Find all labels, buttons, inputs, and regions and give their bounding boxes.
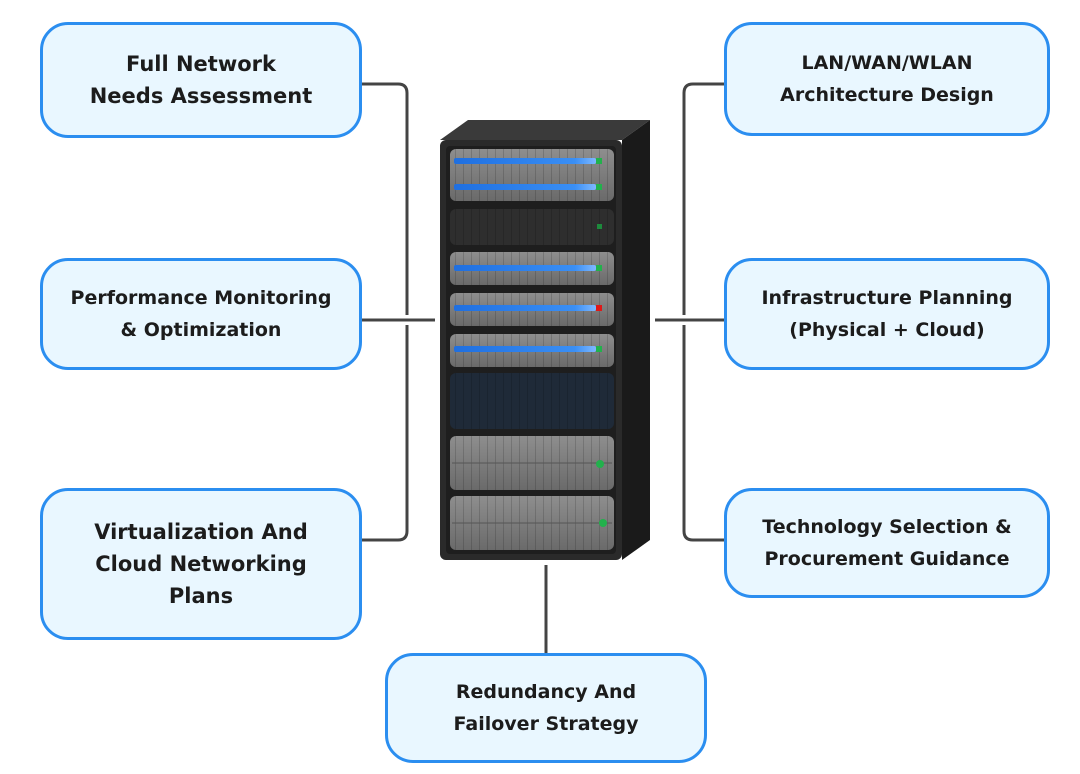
connector-virt — [362, 325, 409, 542]
led-ok — [596, 265, 602, 271]
node-virtualization-cloud: Virtualization And Cloud Networking Plan… — [40, 488, 362, 640]
node-label-line: Technology Selection & — [762, 516, 1012, 538]
node-label-line: Procurement Guidance — [764, 548, 1010, 570]
led-ok — [596, 184, 602, 190]
led-ok — [596, 460, 604, 468]
drive-bay-3 — [450, 293, 614, 326]
storage-unit-1 — [450, 436, 614, 490]
node-lan-wan-wlan: LAN/WAN/WLAN Architecture Design — [724, 22, 1050, 136]
rack-top — [440, 120, 650, 140]
node-label-line: & Optimization — [120, 319, 282, 341]
node-label-line: Failover Strategy — [453, 713, 639, 735]
node-label-line: Plans — [168, 584, 234, 608]
blank-panel — [450, 209, 614, 245]
led-ok — [597, 224, 602, 229]
drive-bay-2 — [450, 252, 614, 285]
led-ok — [596, 346, 602, 352]
node-label-line: Needs Assessment — [89, 84, 313, 108]
led-ok — [599, 519, 607, 527]
node-label-line: Virtualization And — [94, 520, 308, 544]
node-label-line: Redundancy And — [455, 681, 637, 703]
connector-tech — [682, 325, 724, 542]
node-label-line: Infrastructure Planning — [761, 287, 1013, 309]
node-label-line: Architecture Design — [780, 84, 994, 106]
node-redundancy-failover: Redundancy And Failover Strategy — [385, 653, 707, 763]
dark-panel — [450, 373, 614, 429]
node-technology-selection: Technology Selection & Procurement Guida… — [724, 488, 1050, 598]
led-ok — [596, 158, 602, 164]
rack-side — [622, 120, 650, 560]
node-performance-monitoring: Performance Monitoring & Optimization — [40, 258, 362, 370]
node-label-line: LAN/WAN/WLAN — [801, 52, 973, 74]
node-infrastructure-planning: Infrastructure Planning (Physical + Clou… — [724, 258, 1050, 370]
led-alert — [596, 305, 602, 311]
node-label-line: Full Network — [126, 52, 276, 76]
storage-unit-2 — [450, 496, 614, 550]
node-label-line: (Physical + Cloud) — [789, 319, 985, 341]
connector-needs — [362, 82, 409, 315]
drive-bay-4 — [450, 334, 614, 367]
node-needs-assessment: Full Network Needs Assessment — [40, 22, 362, 138]
node-label-line: Performance Monitoring — [70, 287, 332, 309]
connector-lan — [682, 82, 724, 315]
drive-bay-1 — [450, 149, 614, 201]
node-label-line: Cloud Networking — [95, 552, 307, 576]
